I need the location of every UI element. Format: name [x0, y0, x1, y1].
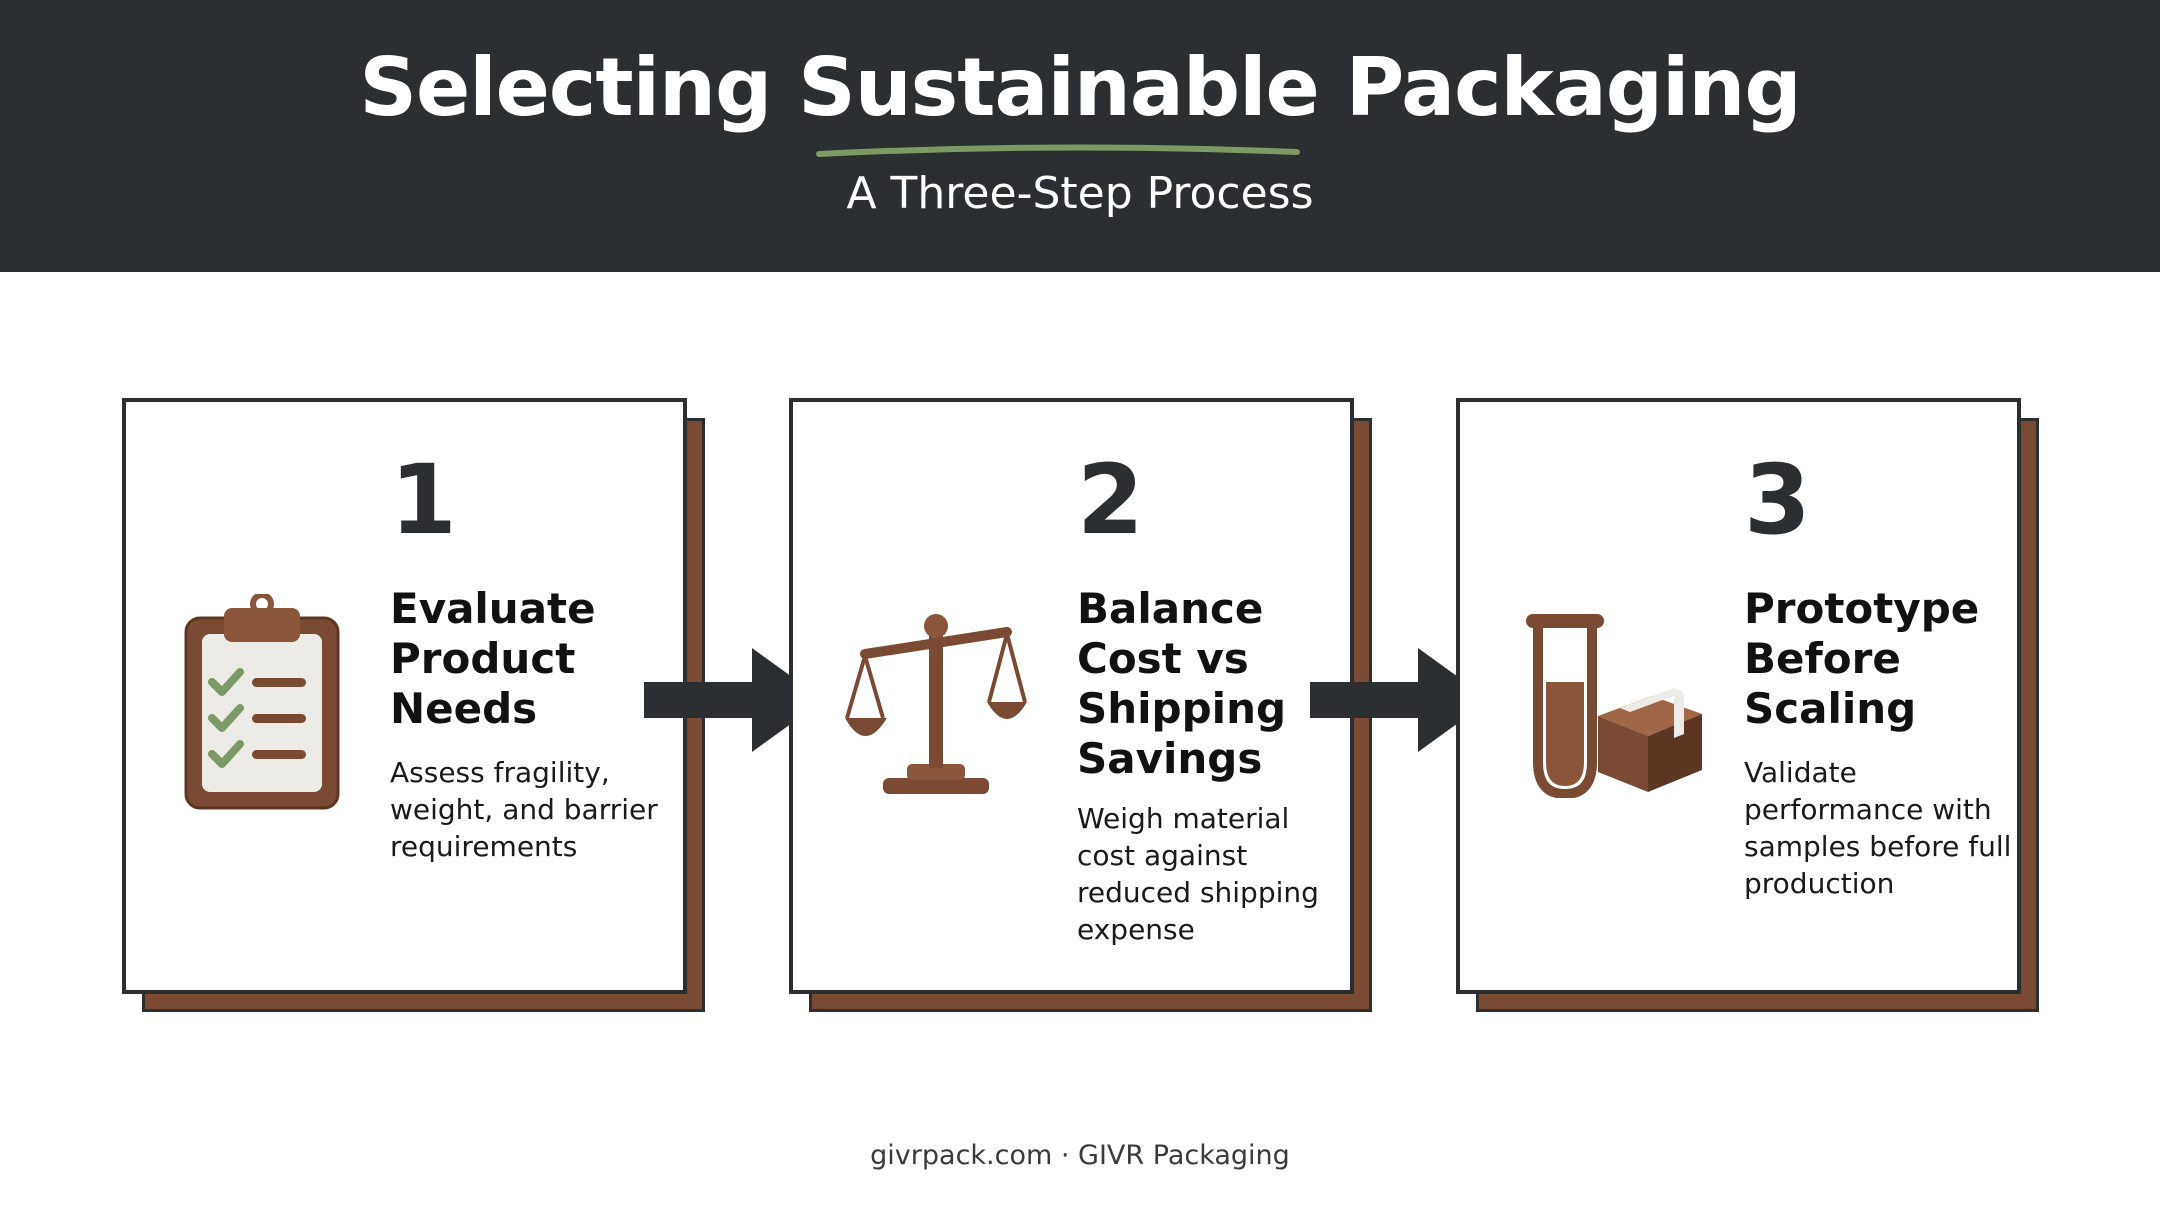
step-title: Evaluate Product Needs: [390, 584, 596, 733]
step-card-1: 1 Evaluate Product Needs Assess fragilit…: [122, 398, 705, 1012]
arrow-right-icon: [644, 648, 824, 752]
header-banner: Selecting Sustainable Packaging A Three-…: [0, 0, 2160, 272]
step-title: Prototype Before Scaling: [1744, 584, 1980, 733]
step-number: 2: [1077, 444, 1144, 556]
clipboard-checklist-icon: [182, 592, 342, 817]
test-tube-box-icon: [1524, 612, 1704, 803]
card-body: 3 Prototype Before Scaling Validate perf…: [1456, 398, 2021, 994]
title-underline: [816, 144, 1300, 157]
card-body: 2 Balance Cost vs Shipping Savings Weigh…: [789, 398, 1354, 994]
page-title: Selecting Sustainable Packaging: [359, 41, 1801, 134]
card-body: 1 Evaluate Product Needs Assess fragilit…: [122, 398, 687, 994]
step-description: Weigh material cost against reduced ship…: [1077, 802, 1319, 946]
step-title: Balance Cost vs Shipping Savings: [1077, 584, 1287, 783]
balance-scale-icon: [843, 608, 1029, 803]
step-number: 1: [390, 444, 457, 556]
arrow-right-icon: [1310, 648, 1490, 752]
step-description: Assess fragility, weight, and barrier re…: [390, 756, 658, 863]
step-description: Validate performance with samples before…: [1744, 756, 2012, 900]
step-number: 3: [1744, 444, 1811, 556]
footer-credit: givrpack.com · GIVR Packaging: [870, 1140, 1290, 1171]
page-subtitle: A Three-Step Process: [846, 168, 1314, 219]
step-card-2: 2 Balance Cost vs Shipping Savings Weigh…: [789, 398, 1372, 1012]
step-card-3: 3 Prototype Before Scaling Validate perf…: [1456, 398, 2039, 1012]
